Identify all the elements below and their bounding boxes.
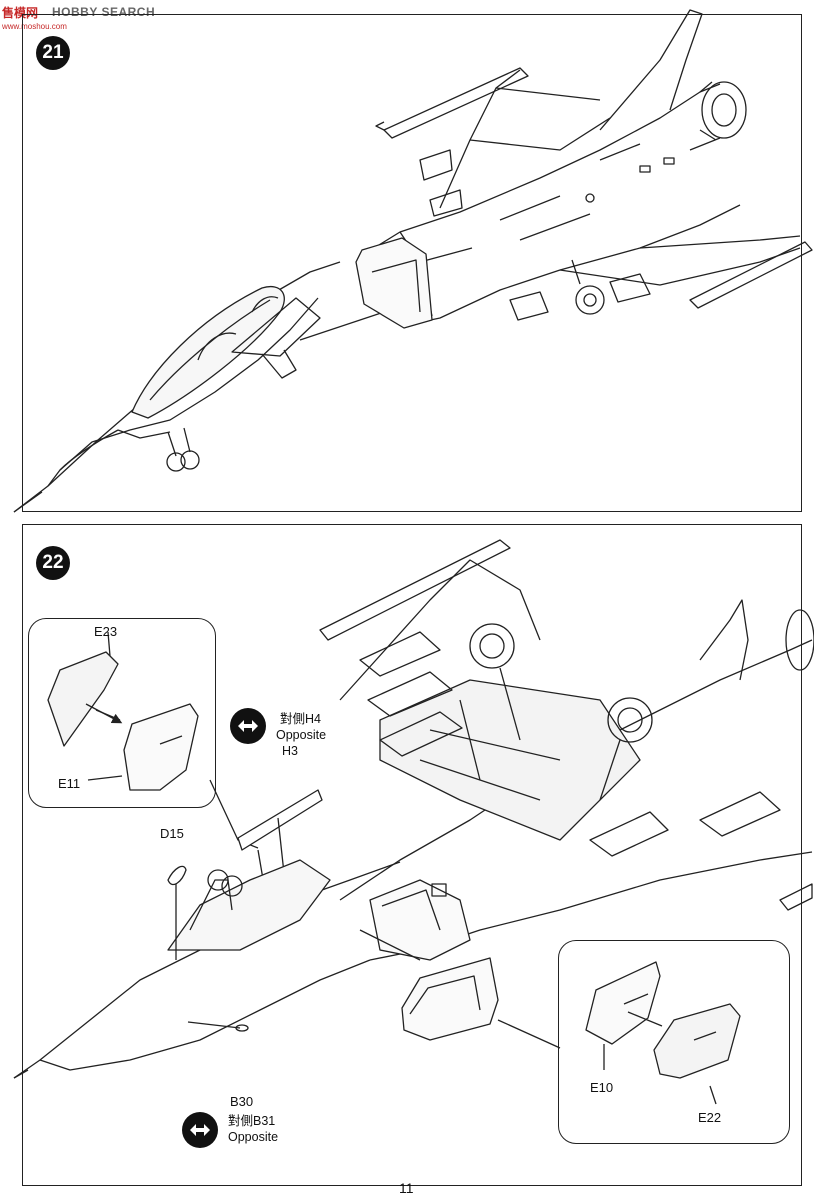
step-22-panel [22,524,802,1186]
label-e23: E23 [94,624,118,639]
step-22-badge: 22 [36,546,70,580]
page-number: 11 [399,1180,414,1196]
step-21-badge: 21 [36,36,70,70]
watermark-en: HOBBY SEARCH [52,5,156,19]
note-h4-line1: 對側H4 [280,712,321,726]
label-e22: E22 [698,1110,722,1125]
label-b30: B30 [230,1094,254,1109]
watermark-cn: 售模网 [2,6,39,20]
watermark-url: www.moshou.com [2,22,67,31]
note-h3: H3 [282,744,298,758]
note-b31-line1: 對側B31 [228,1114,276,1128]
label-e10: E10 [590,1080,614,1095]
swap-arrow-icon [182,1112,218,1148]
step-21-illustration [13,9,813,513]
label-e11: E11 [58,776,81,791]
note-h4-line2: Opposite [276,728,327,742]
note-b31-line2: Opposite [228,1130,279,1144]
swap-arrow-icon [230,708,266,744]
step-21-panel [22,14,802,512]
label-d15: D15 [160,826,184,841]
